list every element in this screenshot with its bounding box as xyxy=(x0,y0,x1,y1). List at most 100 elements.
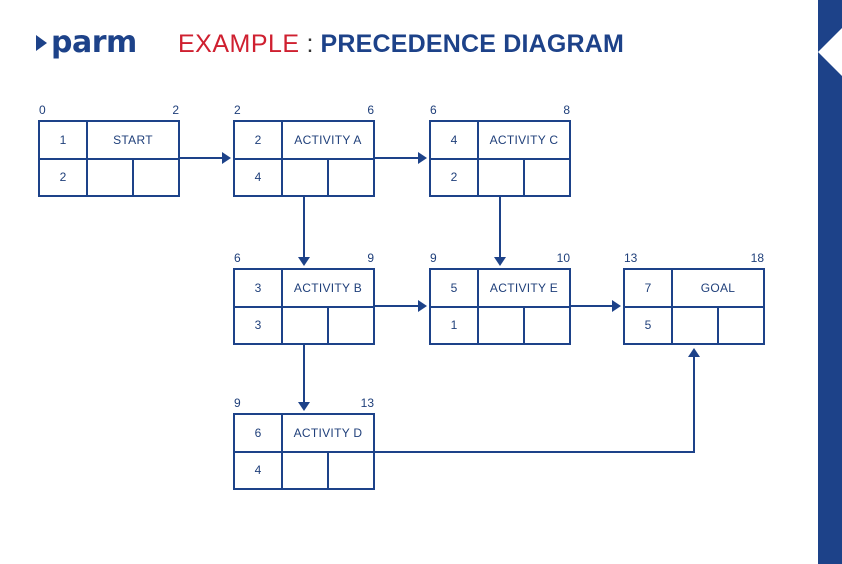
node-start-float: 2 xyxy=(40,159,88,195)
node-start-cell-2 xyxy=(88,159,134,195)
node-activity-d-label: ACTIVITY D xyxy=(293,425,363,440)
node-activity-c[interactable]: 6 8 4 ACTIVITY C 2 xyxy=(429,103,571,197)
node-activity-a[interactable]: 2 6 2 ACTIVITY A 4 xyxy=(233,103,375,197)
node-activity-e[interactable]: 9 10 5 ACTIVITY E 1 xyxy=(429,251,571,345)
node-goal-bottom-row: 5 xyxy=(625,307,763,344)
node-start-duration: 1 xyxy=(40,122,88,158)
arrowhead-d-to-goal xyxy=(688,348,700,357)
node-activity-c-top-row: 4 ACTIVITY C xyxy=(431,122,569,160)
connector-d-to-goal-vertical xyxy=(693,357,695,453)
node-activity-b-early-finish: 9 xyxy=(367,251,374,265)
node-goal-early-finish: 18 xyxy=(750,251,764,265)
node-activity-a-early-finish: 6 xyxy=(367,103,374,117)
node-activity-b-duration: 3 xyxy=(235,270,283,306)
arrowhead-a-to-c xyxy=(418,152,427,164)
node-activity-e-float: 1 xyxy=(431,307,479,343)
node-start-cell-3 xyxy=(134,160,178,196)
node-activity-e-early-finish: 10 xyxy=(556,251,570,265)
connector-a-to-c xyxy=(375,157,419,159)
page-title: EXAMPLE : PRECEDENCE DIAGRAM xyxy=(178,29,624,59)
node-activity-c-duration: 4 xyxy=(431,122,479,158)
node-activity-b-box: 3 ACTIVITY B 3 xyxy=(233,268,375,345)
node-activity-d-bottom-row: 4 xyxy=(235,452,373,489)
node-goal-top-row: 7 GOAL xyxy=(625,270,763,308)
arrowhead-c-to-e xyxy=(494,257,506,266)
node-activity-b-label: ACTIVITY B xyxy=(293,280,363,295)
node-start-early-start: 0 xyxy=(39,103,46,117)
node-activity-a-float: 4 xyxy=(235,159,283,195)
node-goal-cell-3 xyxy=(719,308,763,344)
title-prefix: EXAMPLE xyxy=(178,30,300,58)
node-goal-early-start: 13 xyxy=(624,251,638,265)
node-activity-e-bottom-row: 1 xyxy=(431,307,569,344)
node-activity-d-box: 6 ACTIVITY D 4 xyxy=(233,413,375,490)
node-goal-duration: 7 xyxy=(625,270,673,306)
node-goal-box: 7 GOAL 5 xyxy=(623,268,765,345)
node-activity-b-top-row: 3 ACTIVITY B xyxy=(235,270,373,308)
right-sidebar xyxy=(818,0,842,564)
node-activity-d-early-start: 9 xyxy=(234,396,241,410)
title-main: PRECEDENCE DIAGRAM xyxy=(320,30,625,58)
node-activity-a-box: 2 ACTIVITY A 4 xyxy=(233,120,375,197)
logo-wordmark: parm xyxy=(51,25,137,60)
node-start[interactable]: 0 2 1 START 2 xyxy=(38,103,180,197)
node-goal-float: 5 xyxy=(625,307,673,343)
node-activity-a-label: ACTIVITY A xyxy=(294,132,362,147)
node-activity-b-cell-3 xyxy=(329,308,373,344)
node-activity-c-box: 4 ACTIVITY C 2 xyxy=(429,120,571,197)
node-start-early-finish: 2 xyxy=(172,103,179,117)
arrowhead-e-to-goal xyxy=(612,300,621,312)
node-activity-e-box: 5 ACTIVITY E 1 xyxy=(429,268,571,345)
parm-logo: parm xyxy=(36,28,137,58)
node-activity-c-label: ACTIVITY C xyxy=(489,132,559,147)
node-activity-e-cell-3 xyxy=(525,308,569,344)
node-start-box: 1 START 2 xyxy=(38,120,180,197)
connector-d-to-goal-horizontal xyxy=(375,451,695,453)
node-activity-a-top-row: 2 ACTIVITY A xyxy=(235,122,373,160)
node-activity-a-bottom-row: 4 xyxy=(235,159,373,195)
node-activity-b-bottom-row: 3 xyxy=(235,307,373,344)
connector-b-to-d xyxy=(303,345,305,404)
connector-a-to-b xyxy=(303,197,305,259)
node-activity-b[interactable]: 6 9 3 ACTIVITY B 3 xyxy=(233,251,375,345)
node-activity-d-early-finish: 13 xyxy=(360,396,374,410)
node-activity-a-cell-2 xyxy=(283,159,329,195)
node-goal-cell-2 xyxy=(673,307,719,343)
connector-e-to-goal xyxy=(571,305,614,307)
play-triangle-icon xyxy=(36,35,47,51)
arrowhead-a-to-b xyxy=(298,257,310,266)
node-activity-d-cell-2 xyxy=(283,452,329,488)
node-activity-c-early-finish: 8 xyxy=(563,103,570,117)
node-activity-c-cell-2 xyxy=(479,159,525,195)
connector-b-to-e xyxy=(375,305,419,307)
connector-start-to-a xyxy=(180,157,224,159)
node-activity-c-early-start: 6 xyxy=(430,103,437,117)
chevron-left-icon[interactable] xyxy=(818,28,842,76)
node-activity-b-early-start: 6 xyxy=(234,251,241,265)
node-activity-e-label: ACTIVITY E xyxy=(489,280,559,295)
node-activity-d-duration: 6 xyxy=(235,415,283,451)
node-start-label: START xyxy=(113,132,153,147)
node-activity-b-cell-2 xyxy=(283,307,329,343)
node-activity-a-duration: 2 xyxy=(235,122,283,158)
node-activity-d-cell-3 xyxy=(329,453,373,489)
node-goal[interactable]: 13 18 7 GOAL 5 xyxy=(623,251,765,345)
node-start-bottom-row: 2 xyxy=(40,159,178,196)
node-start-top-row: 1 START xyxy=(40,122,178,160)
connector-c-to-e xyxy=(499,197,501,259)
node-activity-d-top-row: 6 ACTIVITY D xyxy=(235,415,373,453)
node-activity-c-float: 2 xyxy=(431,159,479,195)
node-activity-e-cell-2 xyxy=(479,307,525,343)
arrowhead-start-to-a xyxy=(222,152,231,164)
arrowhead-b-to-e xyxy=(418,300,427,312)
title-separator: : xyxy=(299,30,321,58)
node-activity-a-early-start: 2 xyxy=(234,103,241,117)
node-activity-d[interactable]: 9 13 6 ACTIVITY D 4 xyxy=(233,396,375,490)
node-activity-c-cell-3 xyxy=(525,160,569,196)
node-activity-e-early-start: 9 xyxy=(430,251,437,265)
node-activity-e-duration: 5 xyxy=(431,270,479,306)
node-activity-e-top-row: 5 ACTIVITY E xyxy=(431,270,569,308)
node-activity-b-float: 3 xyxy=(235,307,283,343)
arrowhead-b-to-d xyxy=(298,402,310,411)
